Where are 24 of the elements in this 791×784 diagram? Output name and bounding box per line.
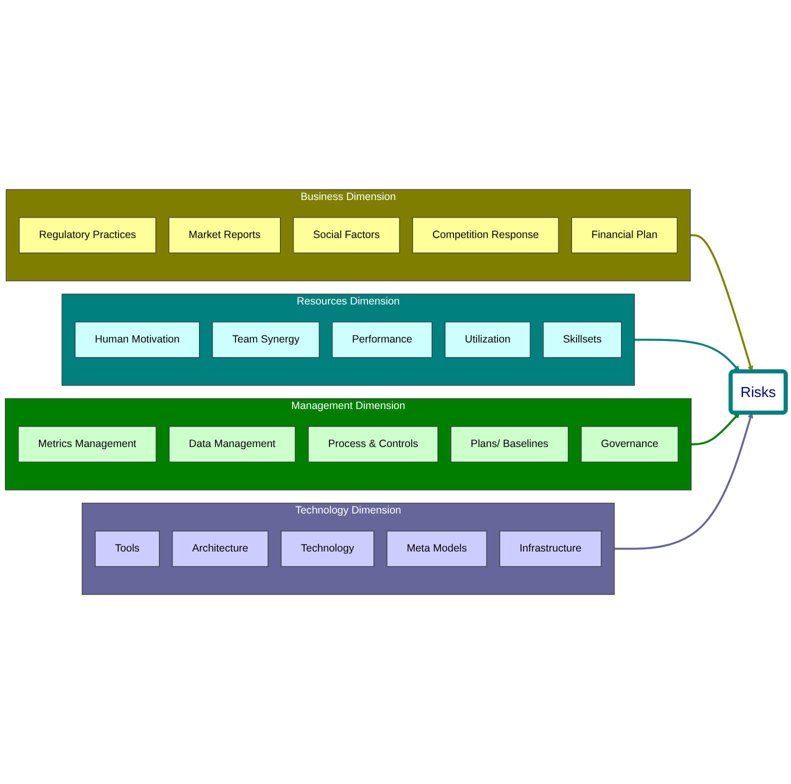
node-box: Team Synergy: [212, 322, 320, 358]
node-box: Financial Plan: [571, 217, 678, 254]
arrow: [634, 338, 740, 372]
arrow: [614, 412, 754, 550]
node-box: Data Management: [168, 426, 296, 462]
node-box: Competition Response: [412, 217, 559, 254]
arrow: [690, 234, 754, 372]
node-box: Social Factors: [293, 217, 400, 254]
node-box: Technology: [280, 530, 374, 567]
node-box: Utilization: [444, 322, 530, 358]
node-box: Meta Models: [386, 530, 487, 567]
node-box: Metrics Management: [18, 426, 156, 462]
node-box: Tools: [94, 530, 160, 567]
node-box: Market Reports: [168, 217, 281, 254]
node-box: Architecture: [172, 530, 268, 567]
node-box: Human Motivation: [74, 322, 200, 358]
node-box: Plans/ Baselines: [450, 426, 568, 462]
node-box: Skillsets: [543, 322, 622, 358]
node-box: Process & Controls: [308, 426, 438, 462]
node-box: Infrastructure: [499, 530, 602, 567]
node-box: Performance: [332, 322, 432, 358]
node-box: Governance: [581, 426, 678, 462]
arrow: [691, 412, 740, 446]
node-box: Regulatory Practices: [18, 217, 156, 254]
